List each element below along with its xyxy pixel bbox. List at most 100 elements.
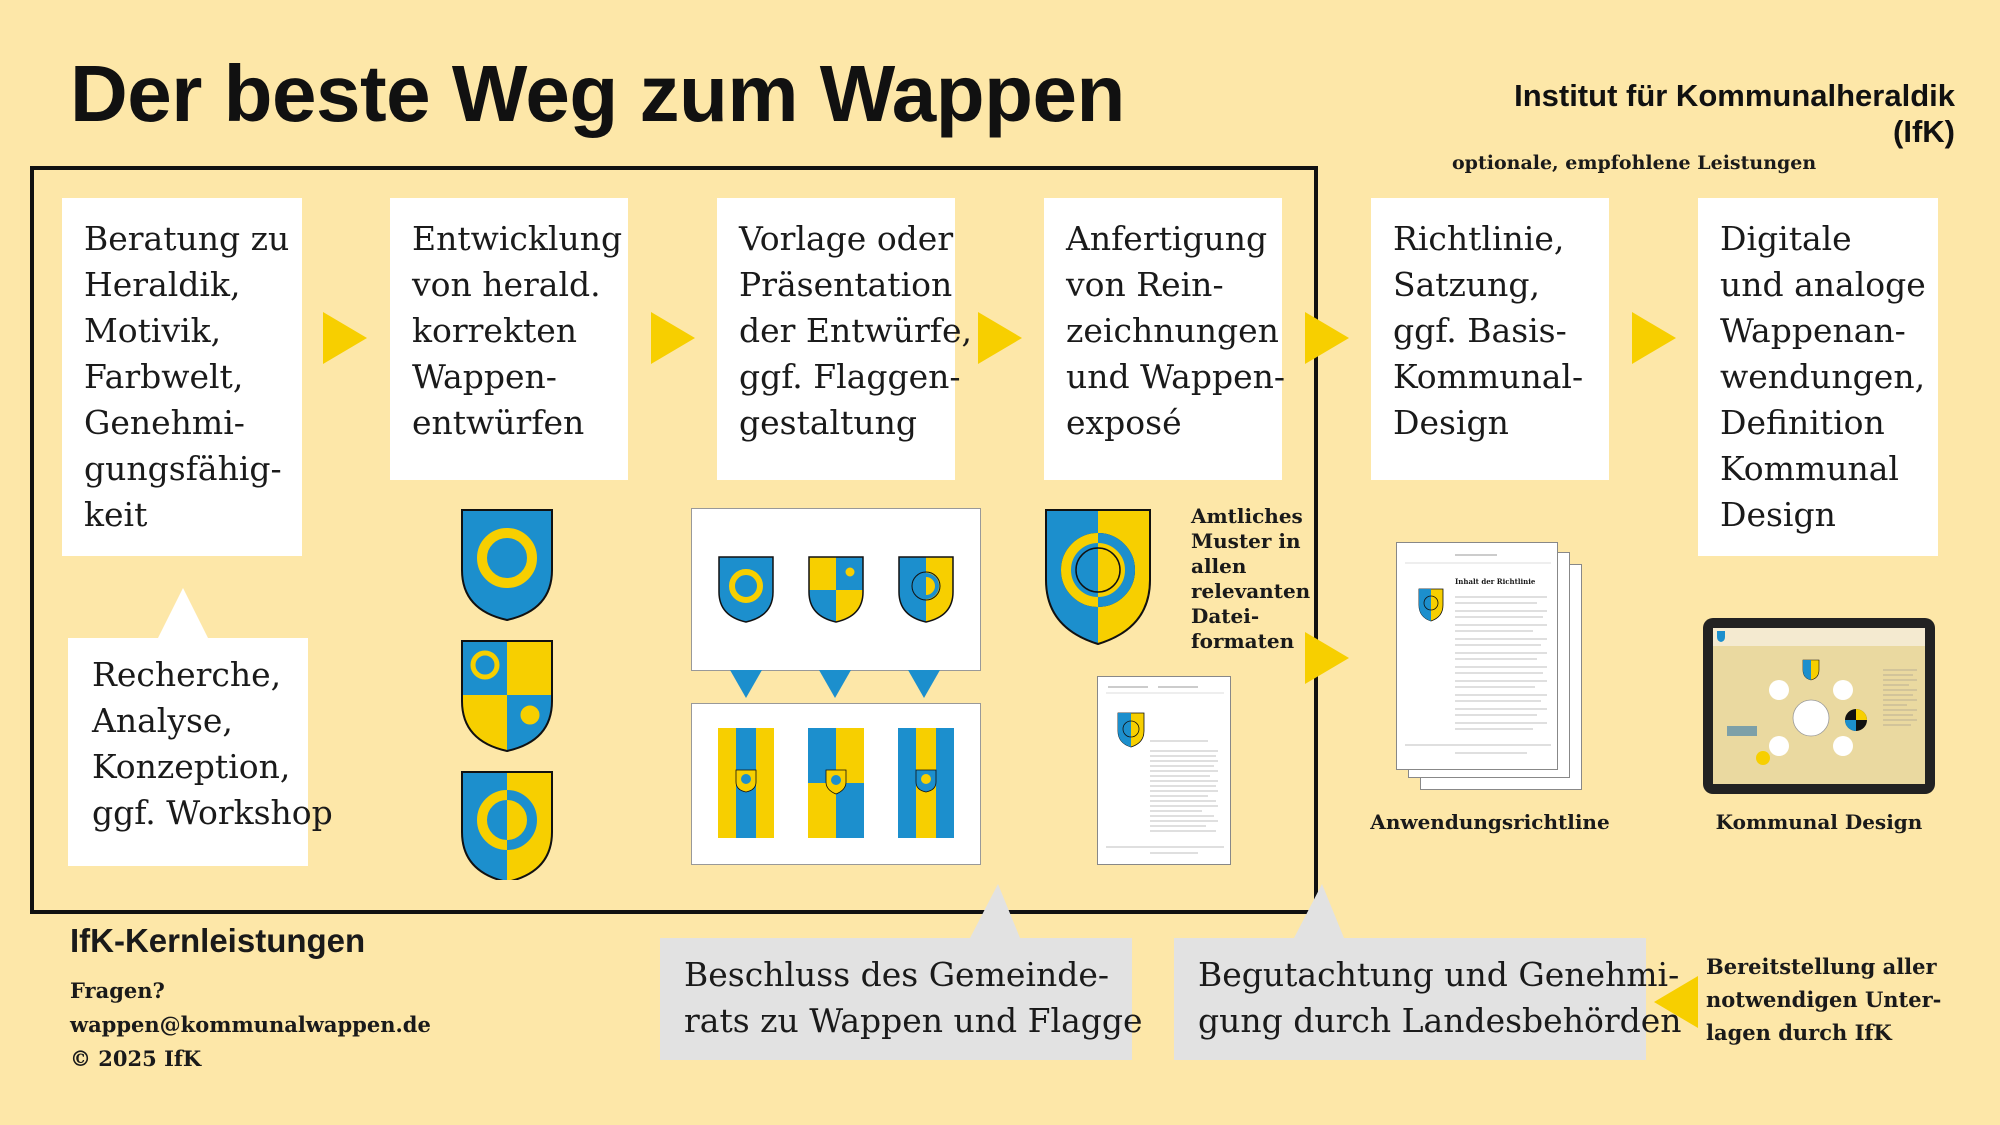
arrow-right-icon bbox=[1305, 632, 1349, 684]
organization-name: Institut für Kommunalheraldik (IfK) bbox=[1514, 78, 1955, 149]
step-line: Definition bbox=[1720, 403, 1885, 442]
presentation-shields bbox=[718, 556, 954, 623]
step-box-guideline: Richtlinie, Satzung, ggf. Basis- Kommuna… bbox=[1371, 198, 1609, 480]
design-caption: Kommunal Design bbox=[1715, 810, 1923, 834]
decision-line: Begutachtung und Genehmi- bbox=[1198, 955, 1680, 994]
step-line: Heraldik, bbox=[84, 265, 241, 304]
step-line: und Wappen- bbox=[1066, 357, 1286, 396]
step-line: Wappen- bbox=[412, 357, 557, 396]
shield-icon bbox=[461, 771, 553, 880]
step-line: ggf. Basis- bbox=[1393, 311, 1567, 350]
approval-text: Begutachtung und Genehmi- gung durch Lan… bbox=[1198, 952, 1682, 1044]
guideline-document-heading: Inhalt der Richtlinie bbox=[1455, 577, 1536, 586]
step-line: ggf. Flaggen- bbox=[739, 357, 961, 396]
step-line: Digitale bbox=[1720, 219, 1852, 258]
step-line: Farbwelt, bbox=[84, 357, 244, 396]
provision-line: notwendigen Unter- bbox=[1706, 987, 1942, 1012]
decision-line: gung durch Landesbehörden bbox=[1198, 1001, 1682, 1040]
guideline-caption: Anwendungsrichtline bbox=[1370, 810, 1610, 834]
decision-line: rats zu Wappen und Flagge bbox=[684, 1001, 1143, 1040]
shield-icon bbox=[898, 556, 954, 623]
arrow-left-icon bbox=[1654, 976, 1698, 1028]
core-services-frame bbox=[30, 166, 1318, 914]
step-line: Kommunal bbox=[1720, 449, 1899, 488]
label-line: Datei- bbox=[1191, 604, 1260, 628]
label-line: formaten bbox=[1191, 629, 1295, 653]
step-line: der Entwürfe, bbox=[739, 311, 973, 350]
core-services-label: IfK-Kernleistungen bbox=[70, 922, 366, 959]
provision-line: Bereitstellung aller bbox=[1706, 954, 1937, 979]
tablet-device bbox=[1703, 618, 1935, 794]
contact-email[interactable]: wappen@kommunalwappen.de bbox=[70, 1012, 431, 1037]
flag-designs bbox=[718, 728, 954, 838]
step-line: korrekten bbox=[412, 311, 577, 350]
questions-label: Fragen? bbox=[70, 978, 165, 1003]
down-pointers bbox=[730, 670, 940, 698]
official-pattern-label: Amtliches Muster in allen relevanten Dat… bbox=[1191, 504, 1310, 654]
step-line: Motivik, bbox=[84, 311, 222, 350]
research-line: ggf. Workshop bbox=[92, 793, 333, 832]
step-box-presentation: Vorlage oder Präsentation der Entwürfe, … bbox=[717, 198, 973, 480]
shield-icon bbox=[808, 556, 864, 623]
step-line: und analoge bbox=[1720, 265, 1926, 304]
arrow-right-icon bbox=[1632, 312, 1676, 364]
step-line: Beratung zu bbox=[84, 219, 290, 258]
official-shield-icon bbox=[1045, 509, 1151, 645]
step-line: von Rein- bbox=[1066, 265, 1224, 304]
step-line: entwürfen bbox=[412, 403, 585, 442]
optional-services-label: optionale, empfohlene Leistungen bbox=[1452, 152, 1817, 174]
provision-text: Bereitstellung aller notwendigen Unter- … bbox=[1706, 950, 1941, 1049]
label-line: relevanten bbox=[1191, 579, 1311, 603]
step-box-consulting: Beratung zu Heraldik, Motivik, Farbwelt,… bbox=[62, 198, 302, 556]
step-line: Präsentation bbox=[739, 265, 953, 304]
step-line: wendungen, bbox=[1720, 357, 1926, 396]
arrow-right-icon bbox=[323, 312, 367, 364]
approval-bubble bbox=[1174, 884, 1646, 1060]
pointer-icon bbox=[819, 670, 851, 698]
step-line: Anfertigung bbox=[1066, 219, 1268, 258]
arrow-right-icon bbox=[651, 312, 695, 364]
flag-icon bbox=[808, 728, 864, 838]
step-box-final-drawings: Anfertigung von Rein- zeichnungen und Wa… bbox=[1044, 198, 1286, 480]
draft-shields bbox=[461, 509, 553, 880]
research-line: Analyse, bbox=[92, 701, 233, 740]
step-line: Satzung, bbox=[1393, 265, 1541, 304]
council-decision-bubble bbox=[660, 884, 1132, 1060]
step-line: Design bbox=[1720, 495, 1836, 534]
page-title: Der beste Weg zum Wappen bbox=[70, 49, 1125, 138]
research-bubble bbox=[68, 588, 308, 866]
flag-icon bbox=[898, 728, 954, 838]
research-text: Recherche, Analyse, Konzeption, ggf. Wor… bbox=[92, 652, 333, 836]
shield-icon bbox=[718, 556, 774, 623]
research-line: Recherche, bbox=[92, 655, 282, 694]
pointer-icon bbox=[908, 670, 940, 698]
label-line: Amtliches bbox=[1191, 504, 1303, 528]
step-line: Kommunal- bbox=[1393, 357, 1584, 396]
step-line: Wappenan- bbox=[1720, 311, 1906, 350]
research-line: Konzeption, bbox=[92, 747, 291, 786]
step-line: zeichnungen bbox=[1066, 311, 1279, 350]
provision-line: lagen durch IfK bbox=[1706, 1020, 1892, 1045]
step-line: von herald. bbox=[412, 265, 601, 304]
pointer-icon bbox=[730, 670, 762, 698]
step-line: gestaltung bbox=[739, 403, 917, 442]
decision-line: Beschluss des Gemeinde- bbox=[684, 955, 1110, 994]
step-line: Vorlage oder bbox=[739, 219, 954, 258]
step-line: Design bbox=[1393, 403, 1509, 442]
step-line: Richtlinie, bbox=[1393, 219, 1565, 258]
flag-icon bbox=[718, 728, 774, 838]
step-line: gungsfähig- bbox=[84, 449, 282, 488]
step-line: Genehmi- bbox=[84, 403, 245, 442]
arrow-right-icon bbox=[978, 312, 1022, 364]
shield-icon bbox=[461, 509, 553, 621]
guideline-document: Inhalt der Richtlinie bbox=[1396, 542, 1558, 770]
label-line: allen bbox=[1191, 554, 1247, 578]
step-line: Entwicklung bbox=[412, 219, 623, 258]
council-decision-text: Beschluss des Gemeinde- rats zu Wappen u… bbox=[684, 952, 1143, 1044]
copyright: © 2025 IfK bbox=[70, 1046, 202, 1071]
expose-document bbox=[1097, 676, 1231, 865]
step-box-development: Entwicklung von herald. korrekten Wappen… bbox=[390, 198, 628, 480]
shield-icon bbox=[461, 640, 553, 752]
step-line: exposé bbox=[1066, 403, 1182, 442]
arrow-right-icon bbox=[1305, 312, 1349, 364]
